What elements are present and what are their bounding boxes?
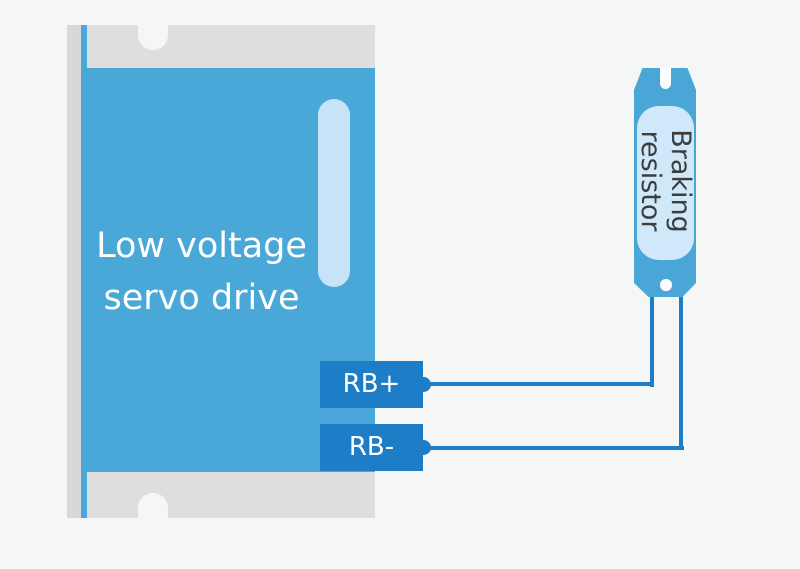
panel-highlight-bar xyxy=(318,99,350,287)
braking-resistor-label-line1: Braking xyxy=(665,129,696,233)
wire-rb-plus-vertical xyxy=(650,297,654,387)
servo-drive-label: Low voltage servo drive xyxy=(81,220,322,324)
terminal-rb-plus: RB+ xyxy=(320,361,423,408)
braking-resistor-label: Braking resistor xyxy=(635,119,696,243)
servo-drive-case-shadow xyxy=(67,25,81,518)
servo-drive-label-line1: Low voltage xyxy=(96,226,307,266)
mounting-notch-top xyxy=(138,25,168,50)
mounting-notch-bottom xyxy=(138,493,168,518)
braking-resistor-plate xyxy=(636,106,694,260)
servo-drive-label-line2: servo drive xyxy=(103,278,300,318)
terminal-rb-plus-label: RB+ xyxy=(342,369,401,399)
braking-resistor: Braking resistor xyxy=(634,68,696,297)
terminal-rb-minus: RB- xyxy=(320,424,423,471)
braking-resistor-mounting-hole xyxy=(660,279,672,291)
wire-rb-minus-horizontal xyxy=(428,446,684,450)
wire-rb-plus-horizontal xyxy=(428,382,654,386)
braking-resistor-mounting-slot xyxy=(659,68,671,89)
wire-rb-minus-vertical xyxy=(679,297,683,450)
terminal-rb-minus-label: RB- xyxy=(348,432,395,462)
braking-resistor-label-line2: resistor xyxy=(635,130,666,232)
servo-drive-panel: Low voltage servo drive xyxy=(81,68,375,472)
